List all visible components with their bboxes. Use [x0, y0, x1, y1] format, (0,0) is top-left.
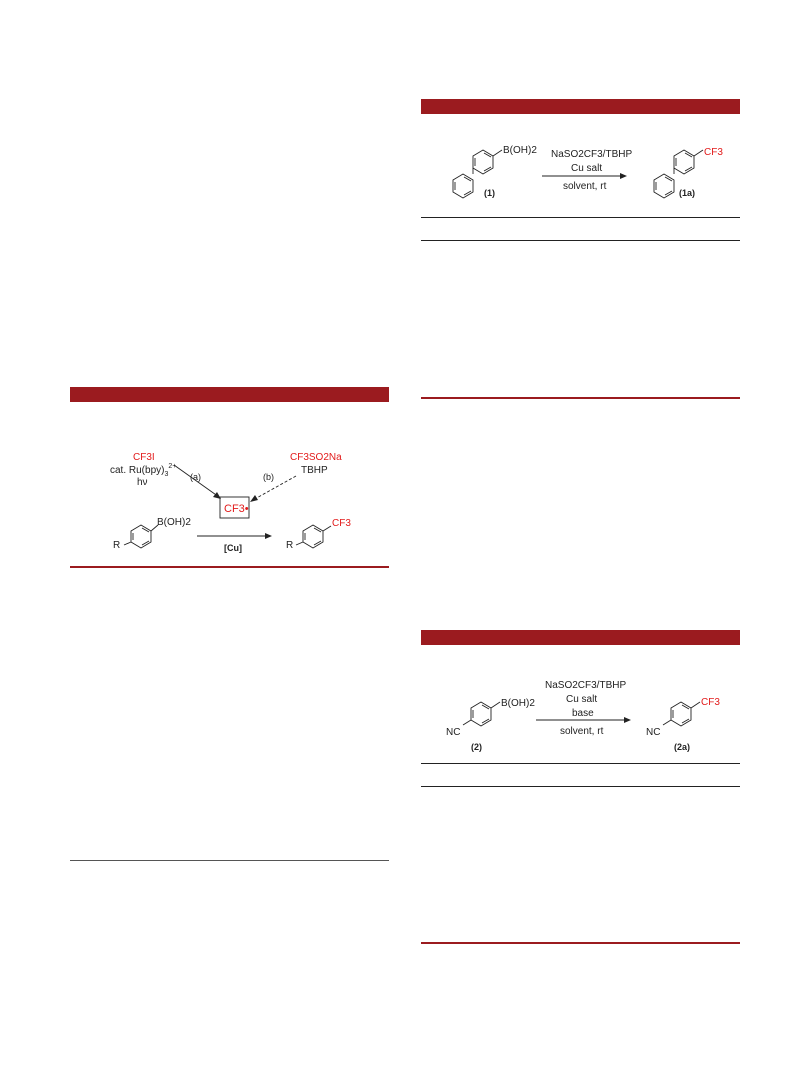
- sm2-boronic-acid: B(OH)2: [501, 698, 535, 709]
- sm1-structure: [452, 149, 503, 199]
- product1a-cf3: CF3: [704, 147, 723, 158]
- product-r: R: [286, 540, 293, 551]
- table-2-bottom-rule: [421, 942, 740, 944]
- sm1-boronic-acid: B(OH)2: [503, 145, 537, 156]
- product-ring: [295, 524, 332, 549]
- table-1-header-bar: [421, 99, 740, 114]
- table-2-top-rule: [421, 763, 740, 764]
- substrate-boronic-acid: B(OH)2: [157, 517, 191, 528]
- sm2-nitrile: NC: [446, 727, 460, 738]
- reagent-b-triflinate: CF3SO2Na: [290, 452, 342, 463]
- scheme2-reagent: NaSO2CF3/TBHP: [545, 680, 626, 691]
- scheme2-arrow-head: [624, 717, 631, 723]
- main-reaction-arrow-head: [265, 533, 272, 539]
- product2a-cf3: CF3: [701, 697, 720, 708]
- arrow-b-head: [250, 495, 258, 502]
- reagent-b-tbhp: TBHP: [301, 465, 328, 476]
- catalyst-label: [Cu]: [224, 543, 242, 553]
- arrow-b: [252, 475, 297, 501]
- product-cf3: CF3: [332, 518, 351, 529]
- substrate-ring: [123, 524, 159, 549]
- table-1-header-rule: [421, 240, 740, 241]
- product2a-nitrile: NC: [646, 727, 660, 738]
- reagent-a-light: hν: [137, 477, 148, 488]
- scheme1-reagent: NaSO2CF3/TBHP: [551, 149, 632, 160]
- sm1-label: (1): [484, 188, 495, 198]
- scheme1-arrow-head: [620, 173, 627, 179]
- table-2-header-rule: [421, 786, 740, 787]
- scheme1-solvent: solvent, rt: [563, 181, 607, 192]
- arrow-a-head: [213, 492, 221, 499]
- scheme-main-header-bar: [70, 387, 389, 402]
- scheme2-base: base: [572, 708, 594, 719]
- substrate-r: R: [113, 540, 120, 551]
- left-column-footer-rule: [70, 860, 389, 861]
- product1a-label: (1a): [679, 188, 695, 198]
- scheme1-cu-salt: Cu salt: [571, 163, 602, 174]
- arrow-a: [173, 464, 220, 498]
- product1a-structure: [653, 149, 704, 199]
- sm2-structure: [462, 701, 501, 727]
- table-1-top-rule: [421, 217, 740, 218]
- reagent-a-catalyst: cat. Ru(bpy)32+: [110, 463, 176, 478]
- reagent-a-cf3i: CF3I: [133, 452, 155, 463]
- table-1-bottom-rule: [421, 397, 740, 399]
- scheme2-solvent: solvent, rt: [560, 726, 604, 737]
- label-a: (a): [190, 472, 201, 482]
- radical-box: [219, 496, 250, 519]
- product2a-label: (2a): [674, 742, 690, 752]
- scheme-main-bottom-rule: [70, 566, 389, 568]
- scheme2-cu-salt: Cu salt: [566, 694, 597, 705]
- sm2-label: (2): [471, 742, 482, 752]
- product2a-structure: [662, 701, 701, 727]
- radical-label: CF3•: [224, 503, 249, 515]
- table-2-header-bar: [421, 630, 740, 645]
- label-b: (b): [263, 472, 274, 482]
